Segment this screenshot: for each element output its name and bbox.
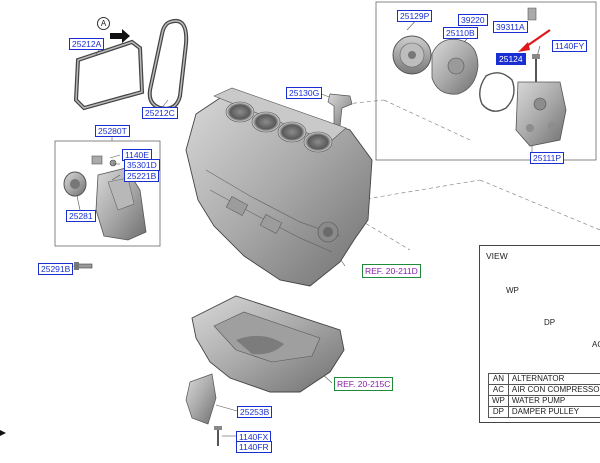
legend-name: WATER PUMP xyxy=(507,395,600,407)
corner-arrow-icon xyxy=(0,430,6,436)
water-pump-group-frame xyxy=(375,1,597,161)
bracket-25253b-graphic xyxy=(185,373,217,425)
highlight-arrow-icon xyxy=(518,29,551,52)
label-25212c[interactable]: 25212C xyxy=(142,107,178,119)
bolt-1140fx-graphic xyxy=(214,426,222,446)
belt-view-panel: VIEW WP DP AC AN ALTERNATOR AC AIR CON C… xyxy=(479,245,600,423)
pulley-label-wp: WP xyxy=(506,286,519,295)
label-25111p[interactable]: 25111P xyxy=(530,152,565,164)
label-25221b[interactable]: 25221B xyxy=(124,170,160,182)
callout-a: A xyxy=(97,17,110,30)
drive-belt-c xyxy=(147,19,189,111)
direction-arrow-icon xyxy=(110,29,130,43)
legend-name: DAMPER PULLEY xyxy=(507,406,600,418)
fitting-39311a-graphic xyxy=(527,7,537,21)
label-25212a[interactable]: 25212A xyxy=(69,38,105,50)
legend-row: DP DAMPER PULLEY xyxy=(488,406,600,418)
legend-code: AN xyxy=(488,373,509,385)
legend-row: WP WATER PUMP xyxy=(488,395,600,407)
legend-name: AIR CON COMPRESSOR xyxy=(507,384,600,396)
cylinder-block xyxy=(185,87,373,287)
oil-pan xyxy=(191,295,345,393)
legend-code: AC xyxy=(488,384,509,396)
pulley-label-ac: AC xyxy=(592,340,600,349)
label-25280t[interactable]: 25280T xyxy=(95,125,130,137)
label-25110b[interactable]: 25110B xyxy=(443,27,478,39)
bolt-25291b-graphic xyxy=(74,262,93,270)
water-pump-pulley xyxy=(392,35,432,75)
legend-row: AC AIR CON COMPRESSOR xyxy=(488,384,600,396)
drive-belt-a xyxy=(73,39,145,111)
label-25129p[interactable]: 25129P xyxy=(397,10,433,22)
projection-lines xyxy=(345,99,600,251)
legend-name: ALTERNATOR xyxy=(507,373,600,385)
label-39220[interactable]: 39220 xyxy=(458,14,488,26)
label-25291b[interactable]: 25291B xyxy=(38,263,74,275)
tensioner-assembly xyxy=(63,155,147,241)
ref-cylinder-block[interactable]: REF. 20-211D xyxy=(362,264,421,278)
label-25124[interactable]: 25124 xyxy=(496,53,526,65)
water-pump-gasket xyxy=(479,72,515,112)
label-25253b[interactable]: 25253B xyxy=(237,406,273,418)
legend-row: AN ALTERNATOR xyxy=(488,373,600,385)
legend-code: DP xyxy=(488,406,509,418)
ref-oil-pan[interactable]: REF. 20-215C xyxy=(334,377,394,391)
label-25130g[interactable]: 25130G xyxy=(286,87,323,99)
legend-code: WP xyxy=(488,395,509,407)
label-1140e[interactable]: 1140E xyxy=(122,149,152,161)
bolt-1140fy-graphic xyxy=(532,54,540,82)
label-1140fy[interactable]: 1140FY xyxy=(552,40,588,52)
label-39311a[interactable]: 39311A xyxy=(493,21,528,33)
water-pump-body xyxy=(431,38,479,95)
label-1140fr[interactable]: 1140FR xyxy=(236,441,272,453)
view-title: VIEW xyxy=(486,251,508,261)
label-25281[interactable]: 25281 xyxy=(66,210,96,222)
water-pump-housing xyxy=(515,81,567,147)
fitting-25130g-graphic xyxy=(327,93,353,127)
pulley-label-dp: DP xyxy=(544,318,556,327)
tensioner-group-frame xyxy=(54,140,161,247)
legend-table: AN ALTERNATOR AC AIR CON COMPRESSOR WP W… xyxy=(488,373,600,418)
